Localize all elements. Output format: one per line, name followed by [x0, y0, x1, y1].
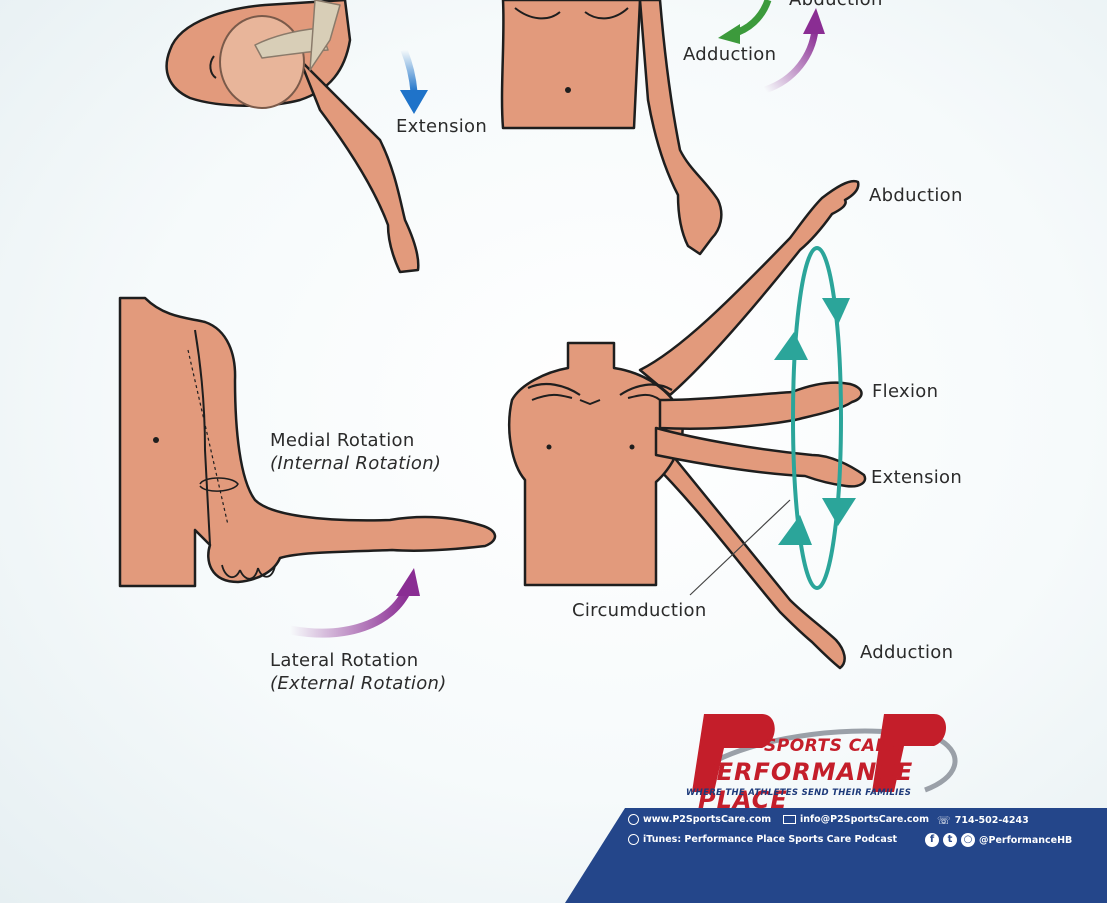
phone-icon: ☏ [937, 814, 951, 827]
facebook-icon[interactable]: f [925, 833, 939, 847]
abduction-top-arrow [763, 8, 825, 94]
label-adduction: Adduction [860, 642, 954, 663]
performance-place-logo: SPORTS CARE PERFORMANCE PLACE WHERE THE … [684, 708, 964, 814]
logo-sports-care: SPORTS CARE [764, 736, 902, 756]
abduction-adduction-figure [500, 0, 723, 256]
label-internal-rotation: (Internal Rotation) [270, 453, 442, 474]
label-extension: Extension [871, 467, 963, 488]
social-handle: @PerformanceHB [979, 834, 1073, 846]
label-external-rotation: (External Rotation) [270, 673, 447, 694]
label-extension-top: Extension [396, 116, 488, 137]
label-flexion: Flexion [872, 381, 939, 402]
logo-p-letters [692, 714, 946, 792]
email-text: info@P2SportsCare.com [800, 814, 929, 825]
circumduction-leader-line [689, 499, 791, 596]
circumduction-loop [774, 246, 856, 590]
footer-phone[interactable]: ☏ 714-502-4243 [937, 814, 1029, 827]
twitter-icon[interactable]: t [943, 833, 957, 847]
rotation-figure [118, 296, 497, 588]
label-abduction: Abduction [869, 185, 963, 206]
footer-band [565, 808, 1107, 903]
circumduction-figure [508, 179, 867, 670]
label-abduction-top: Abduction [789, 0, 883, 10]
lateral-rotation-arrow [289, 568, 420, 638]
label-circumduction: Circumduction [572, 600, 707, 621]
logo-tagline: WHERE THE ATHLETES SEND THEIR FAMILIES [686, 788, 912, 798]
website-text: www.P2SportsCare.com [643, 814, 772, 825]
envelope-icon [783, 815, 796, 824]
label-medial-rotation: Medial Rotation [270, 430, 415, 451]
footer-website[interactable]: www.P2SportsCare.com [628, 814, 771, 825]
podcast-text: iTunes: Performance Place Sports Care Po… [643, 834, 898, 845]
footer-social[interactable]: f t ○ @PerformanceHB [925, 833, 1072, 847]
label-lateral-rotation: Lateral Rotation [270, 650, 419, 671]
extension-arrow [400, 48, 428, 114]
globe-icon [628, 814, 639, 825]
footer-email[interactable]: info@P2SportsCare.com [783, 814, 929, 825]
logo-performance-place: PERFORMANCE PLACE [698, 758, 914, 814]
footer-podcast[interactable]: iTunes: Performance Place Sports Care Po… [628, 834, 897, 845]
adduction-top-arrow [718, 0, 772, 44]
label-adduction-top: Adduction [683, 44, 777, 65]
music-note-icon [628, 834, 639, 845]
phone-text: 714-502-4243 [954, 815, 1029, 826]
instagram-icon[interactable]: ○ [961, 833, 975, 847]
extension-figure [165, 0, 420, 274]
